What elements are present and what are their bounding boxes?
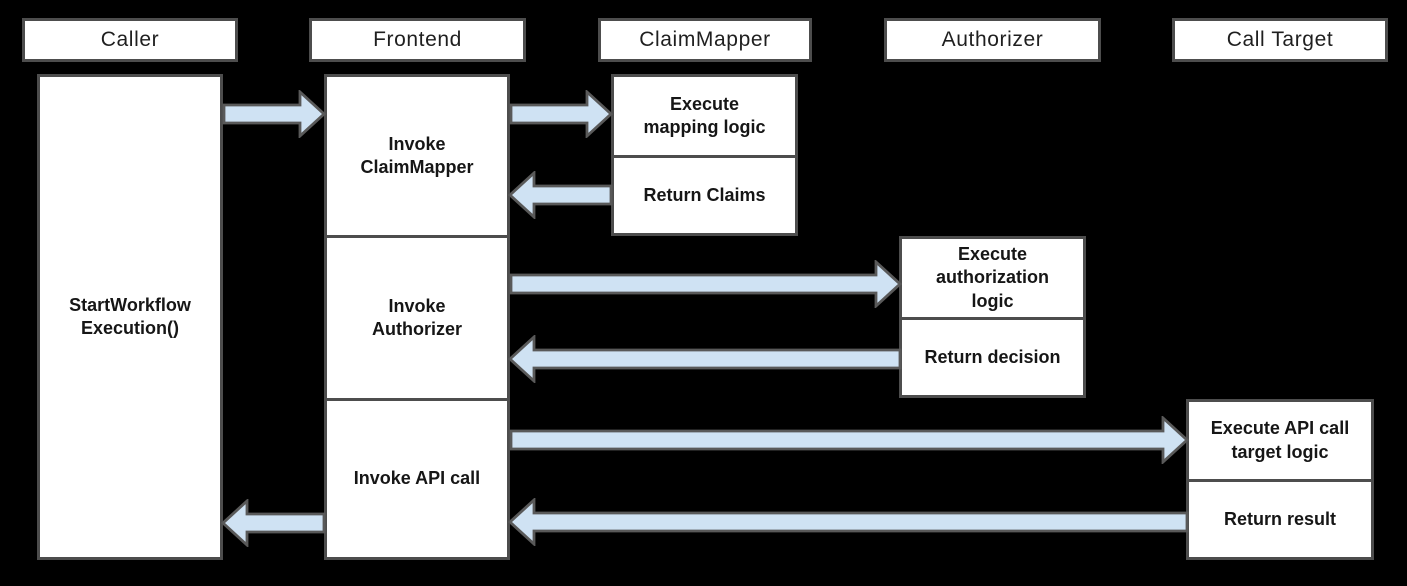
- arrow-caller-to-frontend-icon: [222, 90, 326, 138]
- activity-box-invoke-authorizer: Invoke Authorizer: [324, 235, 510, 401]
- arrow-frontend-to-claimmapper-icon: [509, 90, 613, 138]
- activity-box-invoke-claim-mapper: Invoke ClaimMapper: [324, 74, 510, 238]
- activity-box-execute-authorization-logic: Execute authorization logic: [899, 236, 1086, 320]
- lifeline-header-claimmapper: ClaimMapper: [598, 18, 812, 62]
- lifeline-header-frontend: Frontend: [309, 18, 526, 62]
- activity-box-return-decision: Return decision: [899, 317, 1086, 398]
- activity-box-execute-api-call-target-logic: Execute API call target logic: [1186, 399, 1374, 482]
- lifeline-header-call-target: Call Target: [1172, 18, 1388, 62]
- arrow-call-target-to-frontend-icon: [508, 498, 1189, 546]
- lifeline-header-caller: Caller: [22, 18, 238, 62]
- lifeline-header-authorizer: Authorizer: [884, 18, 1101, 62]
- activity-box-return-result: Return result: [1186, 479, 1374, 560]
- arrow-authorizer-to-frontend-icon: [508, 335, 902, 383]
- arrow-frontend-to-authorizer-icon: [509, 260, 902, 308]
- activity-box-return-claims: Return Claims: [611, 155, 798, 236]
- arrow-frontend-to-caller-icon: [221, 499, 326, 547]
- arrow-claimmapper-to-frontend-icon: [508, 171, 613, 219]
- arrow-frontend-to-call-target-icon: [509, 416, 1189, 464]
- activity-box-invoke-api-call: Invoke API call: [324, 398, 510, 560]
- activity-box-start-workflow-execution: StartWorkflow Execution(): [37, 74, 223, 560]
- activity-box-execute-mapping-logic: Execute mapping logic: [611, 74, 798, 158]
